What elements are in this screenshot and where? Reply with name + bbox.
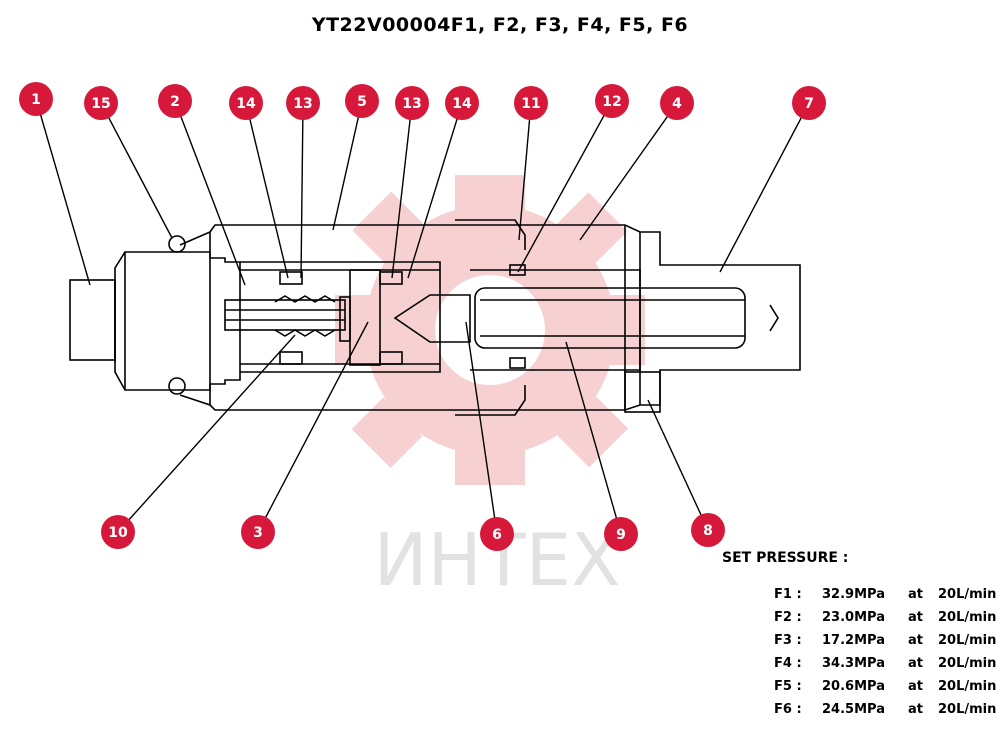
pressure-row: F4 : 34.3MPa at 20L/min [774, 656, 997, 679]
pressure-at: at [908, 587, 923, 602]
callout-10: 10 [101, 515, 135, 549]
svg-text:6: 6 [492, 527, 502, 543]
pressure-code: F5 : [774, 679, 802, 694]
set-pressure-list: F1 : 32.9MPa at 20L/min F2 : 23.0MPa at … [774, 587, 997, 725]
svg-text:15: 15 [91, 96, 110, 112]
svg-text:13: 13 [293, 96, 312, 112]
callout-12: 12 [595, 84, 629, 118]
callout-15: 15 [84, 86, 118, 120]
pressure-row: F2 : 23.0MPa at 20L/min [774, 610, 997, 633]
callout-13-left: 13 [286, 86, 320, 120]
pressure-rate: 20L/min [938, 633, 997, 648]
pressure-code: F2 : [774, 610, 802, 625]
pressure-rate: 20L/min [938, 679, 997, 694]
pressure-code: F3 : [774, 633, 802, 648]
callout-4: 4 [660, 86, 694, 120]
pressure-at: at [908, 656, 923, 671]
pressure-rate: 20L/min [938, 587, 997, 602]
callout-8: 8 [691, 513, 725, 547]
svg-text:10: 10 [108, 525, 128, 541]
callout-11: 11 [514, 86, 548, 120]
valve-body [69, 219, 801, 416]
pressure-at: at [908, 633, 923, 648]
pressure-value: 32.9MPa [822, 587, 885, 602]
svg-text:1: 1 [31, 92, 41, 108]
watermark-gear [335, 175, 645, 485]
pressure-value: 17.2MPa [822, 633, 885, 648]
pressure-value: 20.6MPa [822, 679, 885, 694]
pressure-at: at [908, 610, 923, 625]
callout-14-right: 14 [445, 86, 479, 120]
svg-text:2: 2 [170, 94, 180, 110]
leader-lines [35, 98, 810, 535]
pressure-row: F3 : 17.2MPa at 20L/min [774, 633, 997, 656]
svg-text:14: 14 [452, 96, 472, 112]
callouts: 1 15 2 14 13 5 13 14 [19, 82, 826, 551]
pressure-row: F1 : 32.9MPa at 20L/min [774, 587, 997, 610]
pressure-row: F6 : 24.5MPa at 20L/min [774, 702, 997, 725]
callout-1: 1 [19, 82, 53, 116]
callout-5: 5 [345, 84, 379, 118]
callout-2: 2 [158, 84, 192, 118]
svg-text:7: 7 [804, 96, 814, 112]
svg-text:9: 9 [616, 527, 626, 543]
callout-6: 6 [480, 517, 514, 551]
svg-text:13: 13 [402, 96, 421, 112]
svg-text:3: 3 [253, 525, 263, 541]
pressure-value: 34.3MPa [822, 656, 885, 671]
svg-text:11: 11 [521, 96, 540, 112]
pressure-row: F5 : 20.6MPa at 20L/min [774, 679, 997, 702]
pressure-rate: 20L/min [938, 656, 997, 671]
pressure-rate: 20L/min [938, 702, 997, 717]
diagram-title: YT22V00004F1, F2, F3, F4, F5, F6 [311, 14, 689, 36]
pressure-at: at [908, 679, 923, 694]
callout-7: 7 [792, 86, 826, 120]
pressure-rate: 20L/min [938, 610, 997, 625]
svg-text:14: 14 [236, 96, 256, 112]
svg-text:4: 4 [672, 96, 682, 112]
svg-text:12: 12 [602, 94, 621, 110]
svg-text:5: 5 [357, 94, 367, 110]
pressure-code: F4 : [774, 656, 802, 671]
pressure-value: 24.5MPa [822, 702, 885, 717]
pressure-code: F6 : [774, 702, 802, 717]
callout-14-left: 14 [229, 86, 263, 120]
callout-3: 3 [241, 515, 275, 549]
set-pressure-label: SET PRESSURE : [722, 550, 849, 566]
pressure-value: 23.0MPa [822, 610, 885, 625]
pressure-at: at [908, 702, 923, 717]
svg-text:8: 8 [703, 523, 713, 539]
callout-13-right: 13 [395, 86, 429, 120]
callout-9: 9 [604, 517, 638, 551]
pressure-code: F1 : [774, 587, 802, 602]
